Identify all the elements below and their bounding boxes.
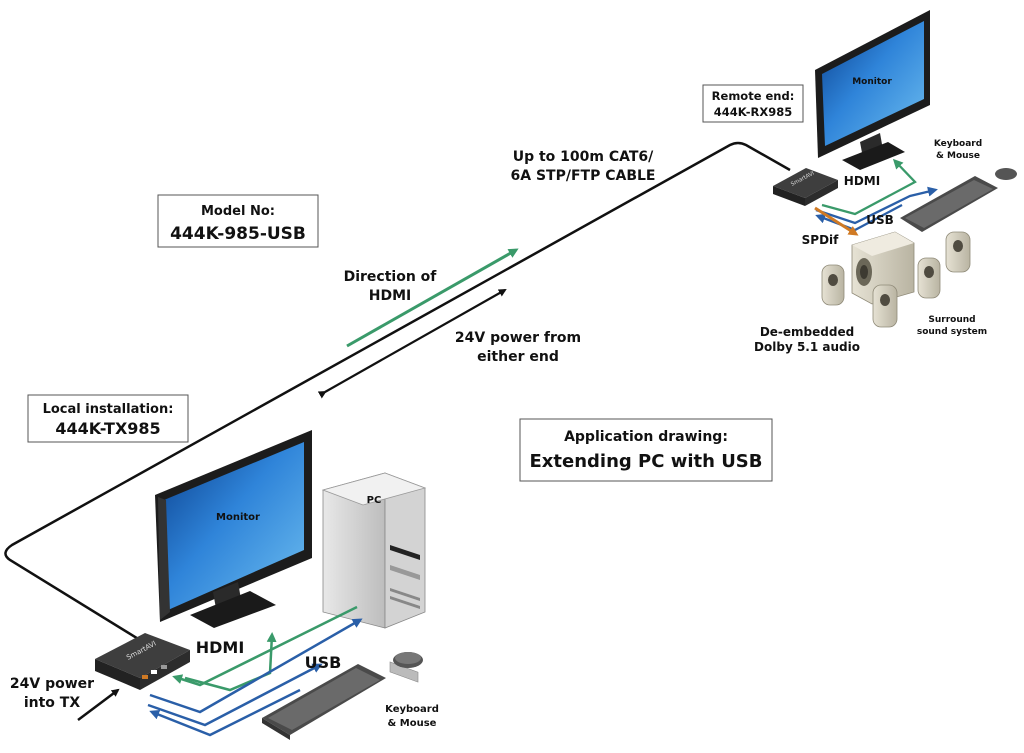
remote-audio-label-line1: De-embedded [760, 325, 854, 339]
remote-surround-label-line2: sound system [917, 327, 987, 337]
model-number-value: 444K-985-USB [170, 224, 306, 244]
direction-label-line2: HDMI [369, 288, 411, 304]
local-installation-box: Local installation: 444K-TX985 [27, 394, 189, 443]
cable-label-line2: 6A STP/FTP CABLE [511, 168, 656, 184]
model-number-box: Model No: 444K-985-USB [157, 194, 319, 248]
application-drawing-title: Application drawing: [564, 429, 728, 445]
local-keyboard-mouse: Keyboard & Mouse [262, 652, 439, 740]
local-power-label-line2: into TX [24, 695, 81, 711]
local-usb-label: USB [305, 653, 342, 672]
application-drawing-value: Extending PC with USB [529, 451, 762, 472]
direction-label-line1: Direction of [344, 269, 438, 285]
local-pc: PC [321, 472, 427, 683]
local-installation-title: Local installation: [43, 402, 174, 417]
local-pc-label: PC [367, 495, 382, 506]
surround-speakers [821, 231, 971, 328]
local-usb-from-keyboard-arrow [149, 688, 301, 737]
remote-hdmi-label: HDMI [844, 174, 880, 188]
remote-end-box: Remote end: 444K-RX985 [702, 84, 804, 123]
remote-end-title: Remote end: [712, 89, 795, 103]
remote-monitor: Monitor [815, 10, 930, 170]
remote-keyboard-label-line1: Keyboard [934, 139, 982, 149]
remote-rx-device: SmartAVI [773, 168, 838, 206]
remote-spdif-label: SPDif [802, 233, 840, 247]
local-monitor-label: Monitor [216, 512, 260, 523]
remote-keyboard-label-line2: & Mouse [936, 151, 980, 161]
remote-monitor-label: Monitor [852, 77, 892, 87]
local-tx-device: SmartAVI [95, 633, 190, 690]
local-power-label-line1: 24V power [10, 676, 94, 692]
model-number-title: Model No: [201, 204, 275, 219]
local-installation-value: 444K-TX985 [55, 419, 160, 438]
remote-keyboard-mouse: Keyboard & Mouse [900, 139, 1017, 232]
local-keyboard-label-line1: Keyboard [385, 704, 439, 715]
local-pc-to-tx-hdmi-arrow [172, 605, 358, 687]
remote-audio-label-line2: Dolby 5.1 audio [754, 340, 860, 354]
power-label-line1: 24V power from [455, 330, 581, 346]
local-hdmi-arrow [184, 632, 277, 692]
remote-usb-arrow [815, 186, 938, 225]
local-power-arrow [77, 688, 120, 721]
local-keyboard-label-line2: & Mouse [388, 718, 437, 729]
remote-hdmi-arrow [821, 158, 917, 216]
cable-label-line1: Up to 100m CAT6/ [513, 149, 654, 165]
power-label-line2: either end [477, 349, 559, 365]
remote-spdif-arrow [814, 206, 859, 236]
remote-end-value: 444K-RX985 [714, 105, 792, 119]
remote-usb-label: USB [866, 213, 894, 227]
local-hdmi-label: HDMI [196, 638, 245, 657]
local-usb-to-keyboard-arrow [147, 663, 323, 727]
local-monitor: Monitor [155, 430, 312, 628]
remote-surround-label-line1: Surround [928, 315, 975, 325]
application-drawing-box: Application drawing: Extending PC with U… [519, 418, 773, 482]
power-direction-arrow [317, 289, 507, 399]
local-usb-to-pc-arrow [149, 618, 363, 714]
